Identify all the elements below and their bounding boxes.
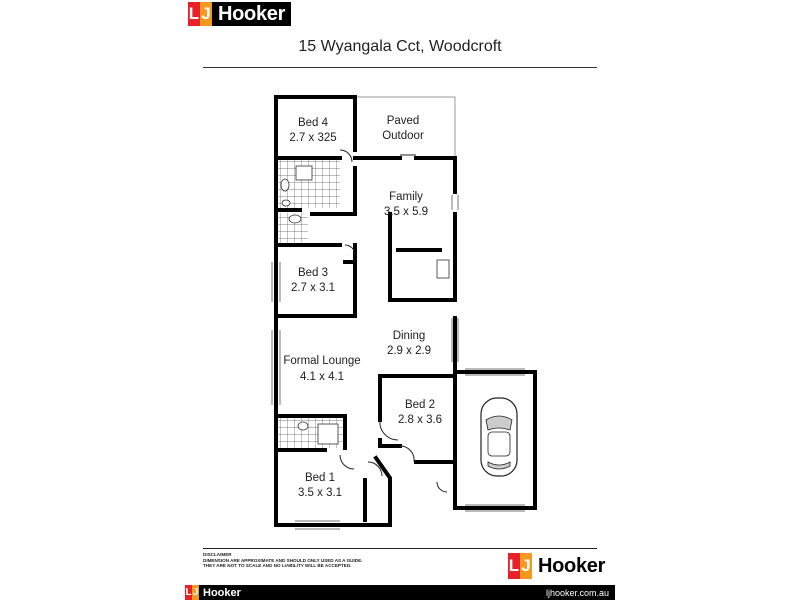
lj-hooker-bar-logo: L J Hooker bbox=[185, 585, 241, 600]
dining-size: 2.9 x 2.9 bbox=[387, 345, 431, 357]
lj-hooker-footer-logo: L J Hooker bbox=[508, 553, 612, 579]
bed1-name: Bed 1 bbox=[305, 472, 335, 484]
lounge-name: Formal Lounge bbox=[283, 355, 360, 367]
windows bbox=[271, 195, 525, 530]
toilet-icon bbox=[280, 178, 290, 192]
lounge-size: 4.1 x 4.1 bbox=[300, 371, 344, 383]
family-name: Family bbox=[389, 191, 423, 203]
basin-icon bbox=[281, 199, 291, 207]
property-address: 15 Wyangala Cct, Woodcroft bbox=[298, 38, 502, 55]
sink-icon bbox=[436, 259, 450, 279]
dining-name: Dining bbox=[393, 330, 426, 342]
car-icon bbox=[480, 397, 518, 477]
footer-divider bbox=[203, 548, 597, 549]
fixtures bbox=[280, 165, 450, 445]
website-link[interactable]: ljhooker.com.au bbox=[545, 587, 609, 598]
lj-hooker-logo: L J Hooker bbox=[188, 2, 292, 26]
bed2-size: 2.8 x 3.6 bbox=[398, 414, 442, 426]
lj-mark-icon: L J bbox=[508, 553, 532, 579]
bed3-size: 2.7 x 3.1 bbox=[291, 282, 335, 294]
shower-icon bbox=[295, 165, 313, 181]
brand-name: Hooker bbox=[218, 2, 286, 25]
title-divider bbox=[203, 67, 597, 68]
outdoor-name: Outdoor bbox=[382, 130, 424, 142]
bed2-name: Bed 2 bbox=[405, 399, 435, 411]
bed3-name: Bed 3 bbox=[298, 267, 328, 279]
family-size: 3.5 x 5.9 bbox=[384, 206, 428, 218]
brand-name: Hooker bbox=[532, 553, 612, 579]
bath-basin-icon bbox=[297, 421, 309, 431]
disclaimer-line-1: DIMENSION ARE APPROXIMATE AND SHOULD ONL… bbox=[203, 557, 363, 563]
lj-mark-icon: L J bbox=[188, 2, 212, 26]
bed1-size: 3.5 x 3.1 bbox=[298, 487, 342, 499]
paved-name: Paved bbox=[387, 115, 420, 127]
bed4-size: 2.7 x 325 bbox=[289, 132, 336, 144]
disclaimer-line-2: THEY ARE NOT TO SCALE AND NO LIABILITY W… bbox=[203, 563, 352, 569]
laundry-basin-icon bbox=[288, 214, 302, 224]
paved-outdoor-outline bbox=[356, 96, 456, 160]
bath-shower-icon bbox=[317, 423, 339, 445]
walls bbox=[274, 95, 537, 527]
disclaimer: DISCLAIMER DIMENSION ARE APPROXIMATE AND… bbox=[203, 552, 503, 569]
footer-bar: L J Hooker ljhooker.com.au bbox=[185, 585, 615, 600]
bed4-name: Bed 4 bbox=[298, 117, 329, 129]
disclaimer-title: DISCLAIMER bbox=[203, 552, 232, 557]
doors bbox=[339, 149, 448, 493]
